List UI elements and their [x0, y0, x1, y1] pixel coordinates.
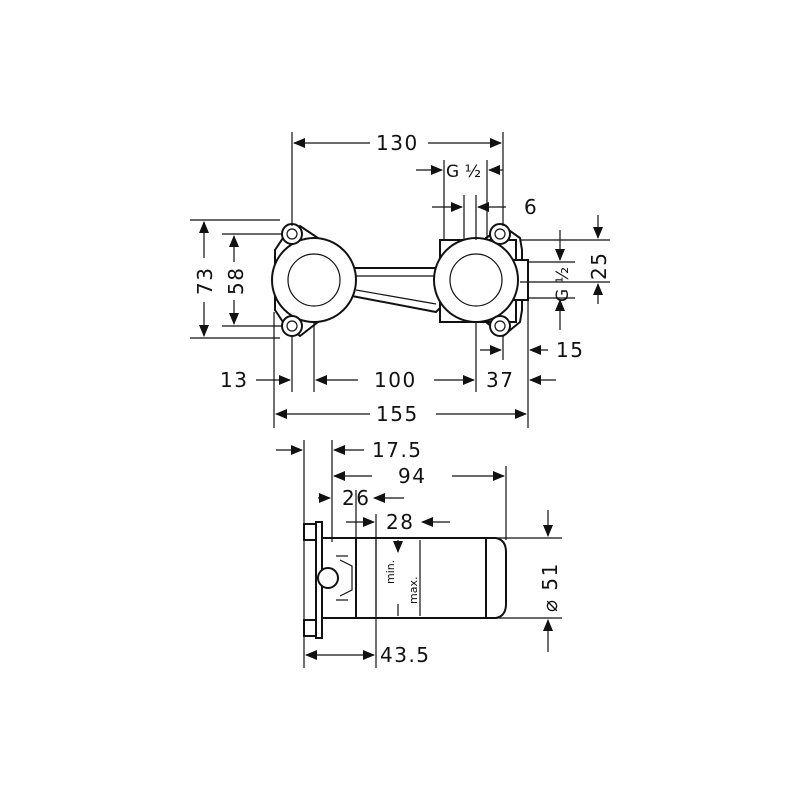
dim-28: 28	[386, 510, 414, 534]
dim-25: 25	[587, 252, 611, 280]
top-view-extension-lines	[190, 132, 610, 428]
label-max: max.	[407, 577, 420, 604]
label-min: min.	[384, 560, 397, 584]
dim-100: 100	[374, 368, 417, 392]
dim-26: 26	[342, 486, 370, 510]
dim-43-5: 43.5	[380, 643, 431, 667]
side-view-extension-lines	[303, 440, 562, 668]
dim-130: 130	[376, 131, 419, 155]
dim-g-half-top: G ½	[446, 162, 481, 182]
top-view-dimension-lines	[199, 138, 603, 419]
dim-37: 37	[486, 368, 514, 392]
dim-73: 73	[193, 267, 217, 295]
side-view-body	[303, 521, 507, 639]
dim-g-half-right: G ½	[553, 267, 573, 302]
dim-15: 15	[556, 338, 584, 362]
dim-6: 6	[524, 195, 538, 219]
dim-94: 94	[398, 464, 426, 488]
top-view-body	[271, 223, 529, 338]
dim-58: 58	[224, 267, 248, 295]
dim-155: 155	[376, 402, 419, 426]
dim-51: ⌀ 51	[538, 562, 562, 612]
dim-13: 13	[220, 368, 248, 392]
side-view-dimension-lines	[276, 445, 553, 660]
dim-17-5: 17.5	[372, 438, 423, 462]
